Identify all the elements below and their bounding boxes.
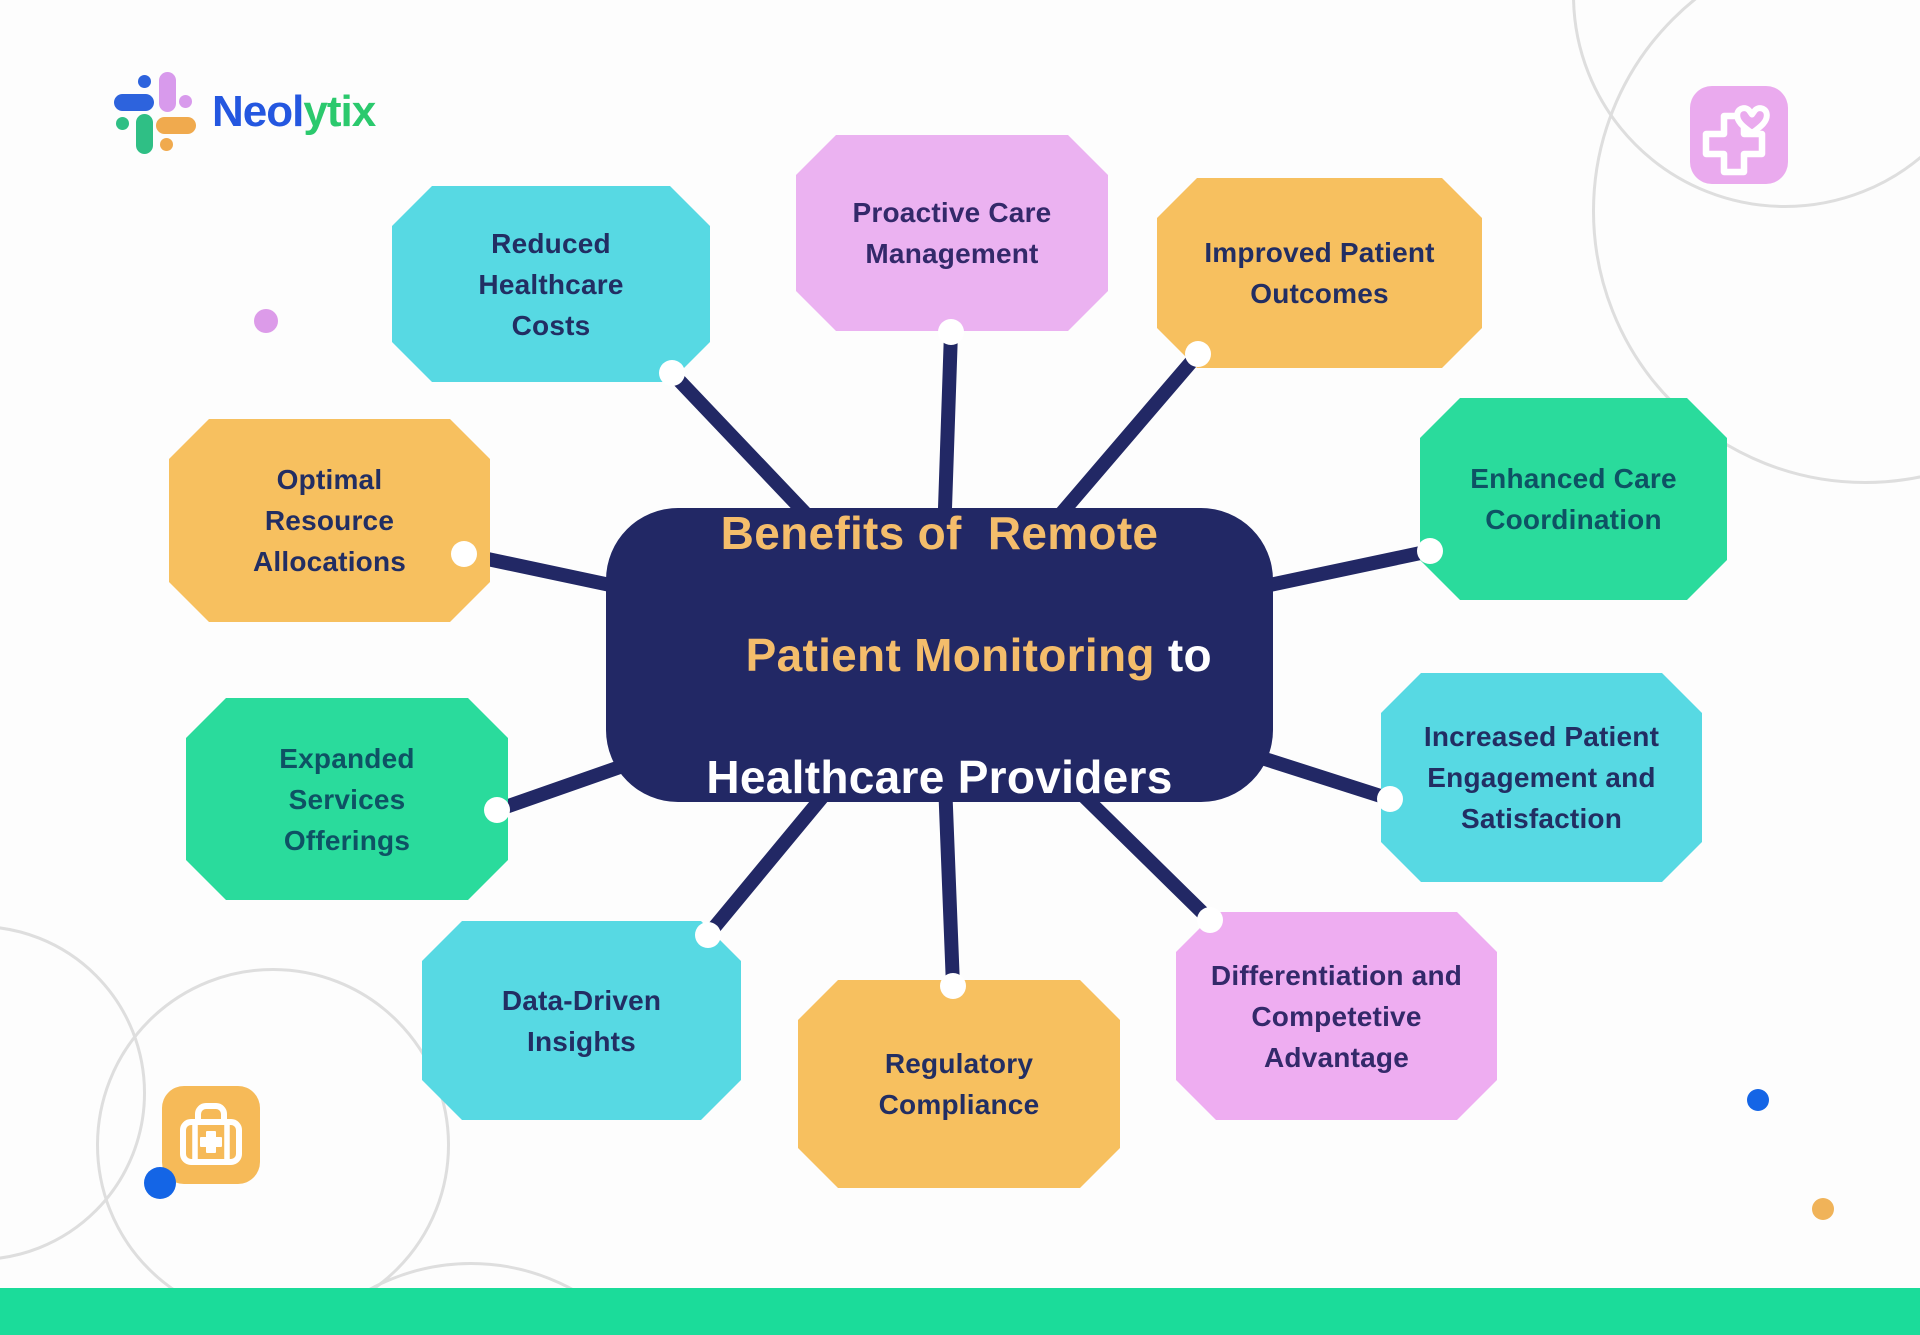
node-reduced-healthcare-costs: Reduced Healthcare Costs [392, 186, 710, 382]
medical-cross-heart-icon [1690, 86, 1788, 184]
node-differentiation-competetive-advantage: Differentiation and Competetive Advantag… [1176, 912, 1497, 1120]
first-aid-kit-glyph [180, 1103, 242, 1165]
logo-text-primary: Neol [212, 87, 304, 136]
title-line-2-rest: to [1154, 628, 1212, 681]
neolytix-logo-text: Neolytix [212, 87, 376, 137]
title-line-2: Patient Monitoring to [667, 564, 1212, 747]
cross-heart-glyph [1702, 105, 1770, 176]
node-enhanced-care-coordination: Enhanced Care Coordination [1420, 398, 1727, 600]
first-aid-kit-icon [162, 1086, 260, 1184]
node-improved-patient-outcomes: Improved Patient Outcomes [1157, 178, 1482, 368]
node-data-driven-insights: Data-Driven Insights [422, 921, 741, 1120]
node-regulatory-compliance: Regulatory Compliance [798, 980, 1120, 1188]
title-line-2-highlight: Patient Monitoring [745, 628, 1155, 681]
neolytix-logo-icon [112, 70, 196, 154]
purple-accent-dot [254, 309, 278, 333]
node-increased-patient-engagement: Increased Patient Engagement and Satisfa… [1381, 673, 1702, 882]
neolytix-logo: Neolytix [112, 70, 376, 154]
node-optimal-resource-allocations: Optimal Resource Allocations [169, 419, 490, 622]
orange-accent-dot [1812, 1198, 1834, 1220]
title-line-3: Healthcare Providers [706, 750, 1173, 803]
blue-accent-dot [1747, 1089, 1769, 1111]
blue-accent-dot [144, 1167, 176, 1199]
node-proactive-care-management: Proactive Care Management [796, 135, 1108, 331]
title-line-1: Benefits of Remote [720, 506, 1159, 559]
swirl-decoration [96, 968, 450, 1322]
node-expanded-services-offerings: Expanded Services Offerings [186, 698, 508, 900]
logo-text-secondary: ytix [303, 87, 376, 136]
bottom-accent-bar [0, 1288, 1920, 1335]
central-title-node: Benefits of Remote Patient Monitoring to… [606, 507, 1273, 803]
